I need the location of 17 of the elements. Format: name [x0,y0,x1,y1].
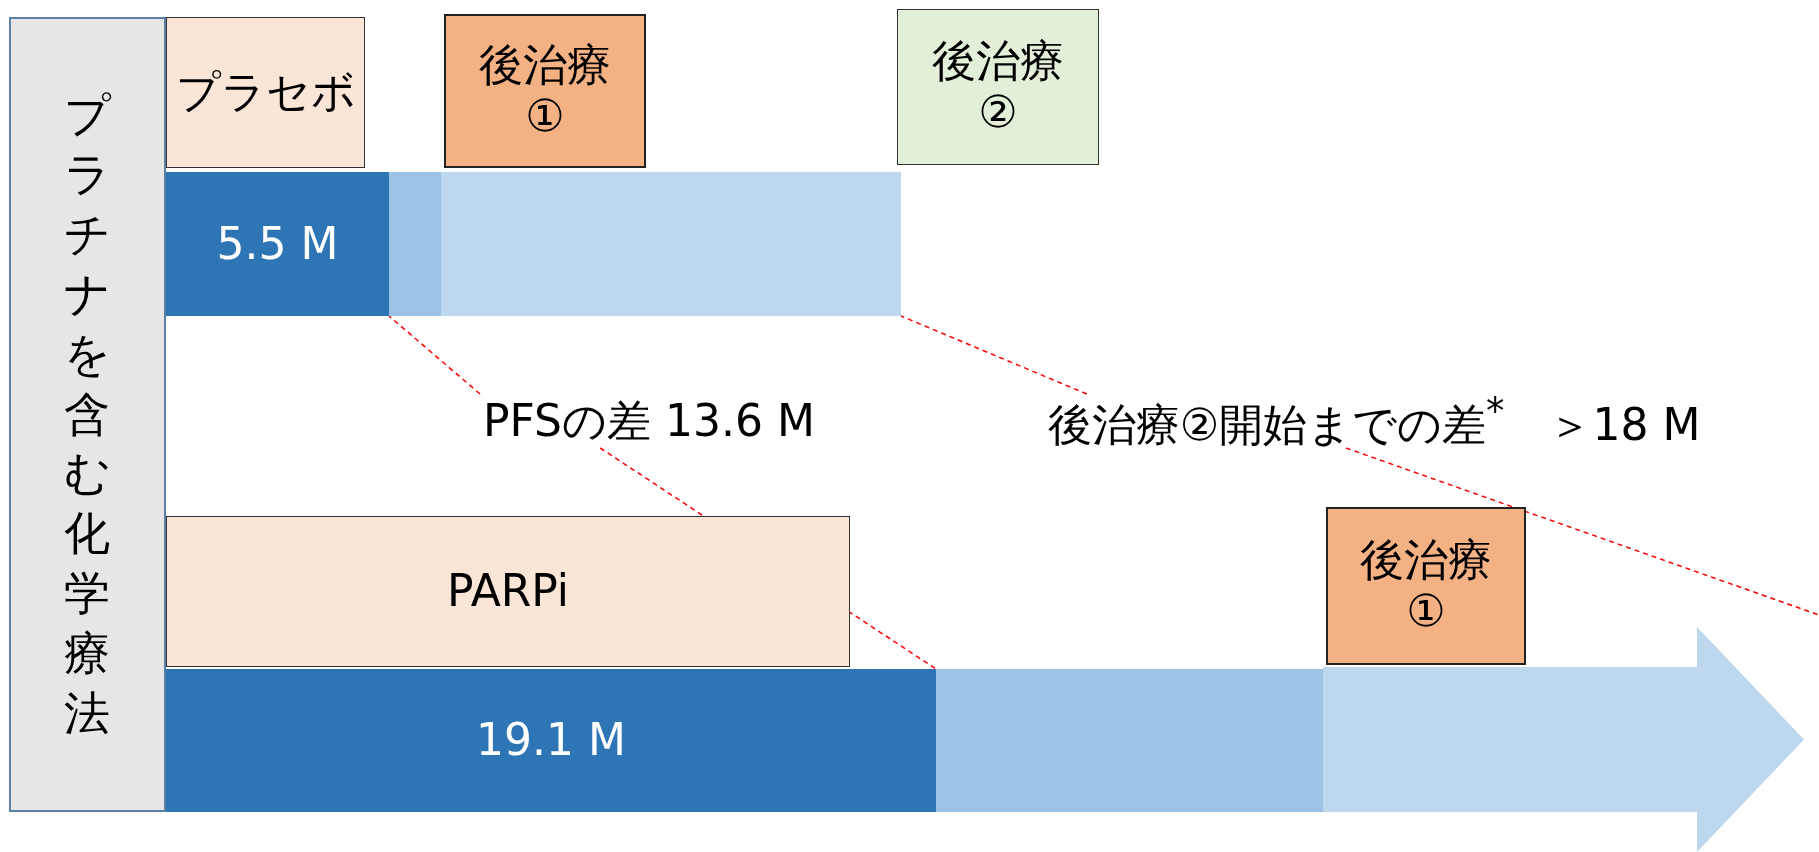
treatment-box: 後治療① [1326,507,1526,665]
timeline-arrow [1323,627,1804,852]
time-bar: 5.5 M [166,172,389,316]
regimen-box: プラチナを含む化学療法 [9,17,166,812]
time-bar: 19.1 M [166,669,936,812]
time-bar [389,172,441,316]
arm-box: プラセボ [166,17,365,168]
difference-label: PFSの差 13.6 M [429,394,869,448]
arm-box: PARPi [166,516,850,667]
treatment-box: 後治療① [444,14,646,168]
leader-line [900,315,1088,395]
time-bar [441,172,901,316]
difference-label: 後治療②開始までの差$^{*}$ ＞18 M [974,394,1774,448]
leader-line [1345,447,1819,616]
time-bar [936,669,1323,812]
leader-line [388,315,481,395]
treatment-box: 後治療② [897,9,1099,165]
